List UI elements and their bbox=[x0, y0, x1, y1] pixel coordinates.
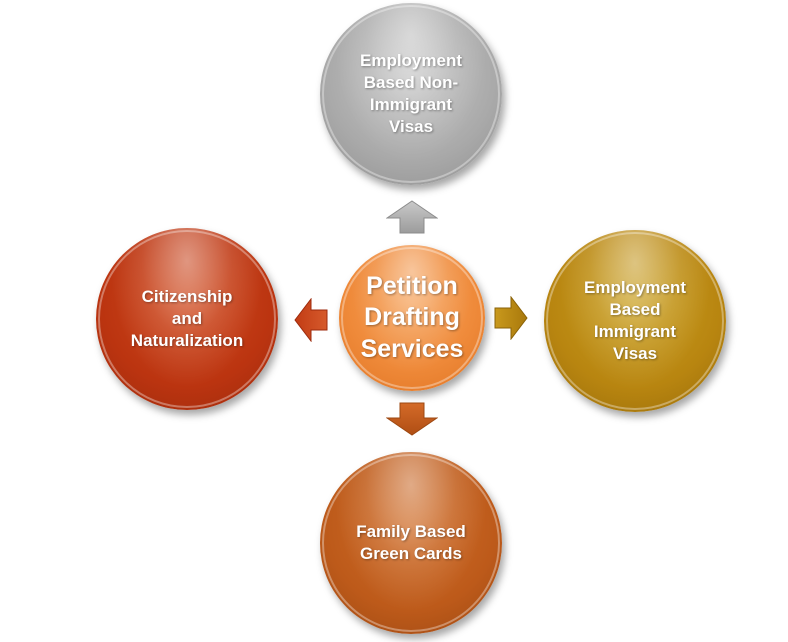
arrow-right-icon bbox=[494, 296, 528, 340]
center-node-petition-drafting-services: Petition Drafting Services bbox=[339, 245, 485, 391]
node-label: Employment Based Non- Immigrant Visas bbox=[359, 50, 463, 137]
arrow-left-icon bbox=[294, 298, 328, 342]
node-citizenship-and-naturalization: Citizenship and Naturalization bbox=[96, 228, 278, 410]
node-family-based-green-cards: Family Based Green Cards bbox=[320, 452, 502, 634]
center-label: Petition Drafting Services bbox=[360, 272, 464, 363]
arrow-up-icon bbox=[386, 200, 438, 234]
node-employment-based-immigrant-visas: Employment Based Immigrant Visas bbox=[544, 230, 726, 412]
node-label: Employment Based Immigrant Visas bbox=[583, 277, 687, 364]
node-label: Family Based Green Cards bbox=[356, 521, 466, 563]
node-employment-based-non-immigrant-visas: Employment Based Non- Immigrant Visas bbox=[320, 3, 502, 185]
node-label: Citizenship and Naturalization bbox=[130, 286, 244, 351]
arrow-down-icon bbox=[386, 402, 438, 436]
